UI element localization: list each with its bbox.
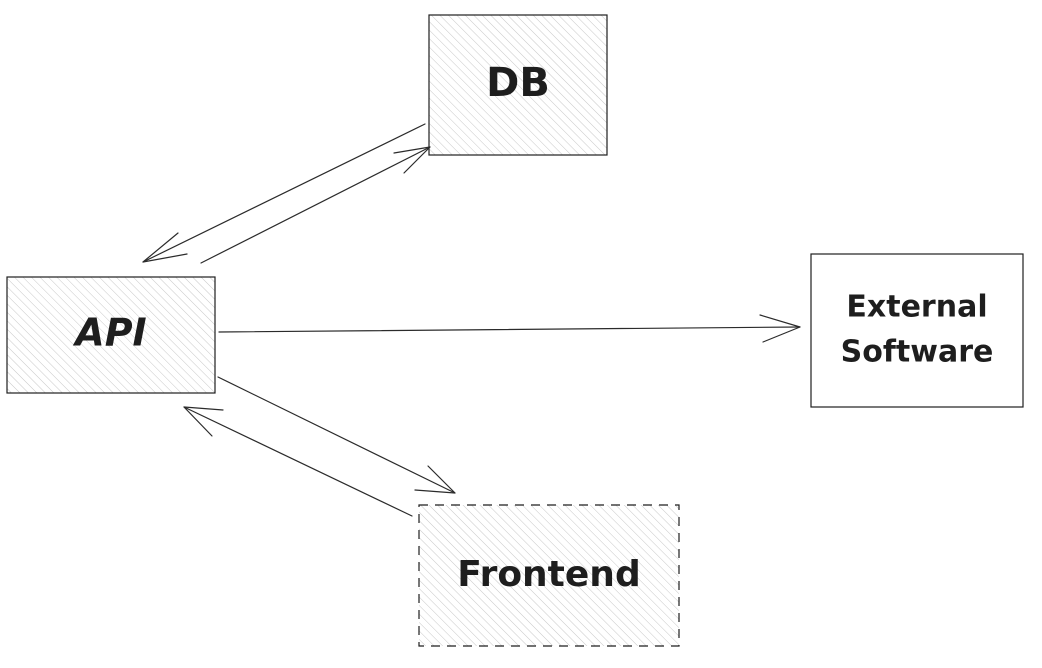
edge-db-to-api-arrowhead bbox=[142, 232, 188, 263]
edge-db-to-api bbox=[142, 123, 426, 263]
edge-api-to-db bbox=[200, 146, 431, 264]
external-software-node[interactable]: External Software bbox=[810, 253, 1024, 408]
db-label: DB bbox=[486, 60, 550, 106]
db-box bbox=[428, 14, 608, 156]
edge-api-to-frontend bbox=[217, 376, 456, 494]
db-node[interactable]: DB bbox=[428, 14, 608, 156]
edge-api-to-frontend-arrowhead bbox=[414, 465, 456, 494]
edge-api-to-external-line bbox=[218, 326, 801, 333]
edge-api-to-external-arrowhead bbox=[759, 314, 801, 343]
api-box bbox=[6, 276, 216, 394]
api-node[interactable]: API bbox=[6, 276, 216, 394]
external-software-label-line-2: Software bbox=[841, 335, 994, 370]
frontend-node[interactable]: Frontend bbox=[418, 504, 680, 647]
edge-frontend-to-api bbox=[183, 406, 413, 517]
external-software-label-line-1: External bbox=[846, 290, 987, 325]
api-label: API bbox=[72, 311, 146, 355]
external-software-box bbox=[810, 253, 1024, 408]
edge-frontend-to-api-arrowhead bbox=[183, 406, 224, 437]
edge-api-to-external bbox=[218, 314, 801, 343]
edge-api-to-frontend-line bbox=[217, 376, 456, 494]
edge-db-to-api-line bbox=[142, 123, 426, 263]
edge-frontend-to-api-line bbox=[183, 406, 413, 517]
frontend-box bbox=[418, 504, 680, 647]
edge-api-to-db-line bbox=[200, 146, 431, 264]
edge-api-to-db-arrowhead bbox=[393, 146, 431, 174]
frontend-label: Frontend bbox=[457, 554, 640, 595]
